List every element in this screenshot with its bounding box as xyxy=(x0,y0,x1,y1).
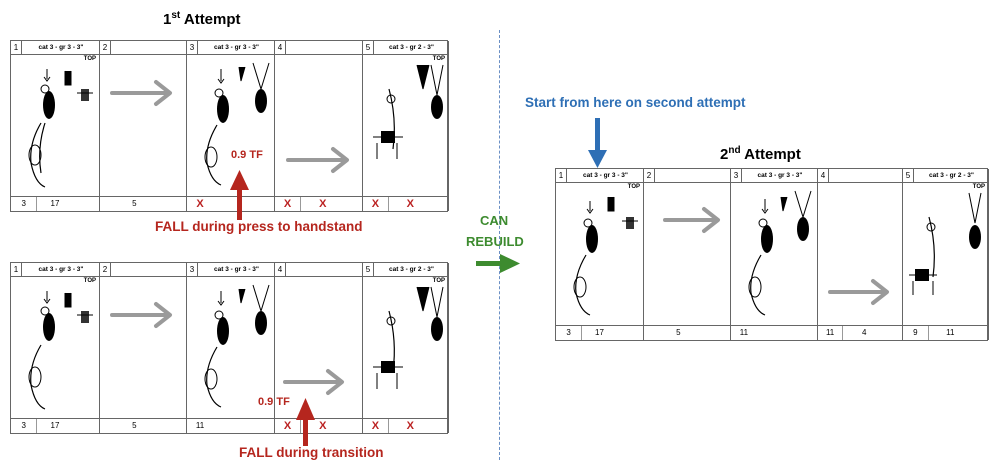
divider-line xyxy=(499,30,500,460)
stick-figure-icon xyxy=(204,284,270,408)
rebuild-label: REBUILD xyxy=(466,234,524,249)
difficulty-row: 3 17 5 11 X X X X xyxy=(11,418,447,433)
stick-figure-icon xyxy=(909,192,982,295)
stick-figure-icon xyxy=(573,196,638,316)
skill-cell-2: 2 xyxy=(644,169,731,340)
gray-arrow-icon xyxy=(110,80,172,106)
stick-figure-icon xyxy=(748,190,812,316)
difficulty-row: 3 17 5 X X X X X xyxy=(11,196,447,211)
x-mark: X xyxy=(275,419,302,433)
stick-figure-icon xyxy=(28,291,93,410)
x-mark: X xyxy=(275,197,302,211)
red-up-arrow-icon xyxy=(230,170,249,220)
fall-annotation: FALL during transition xyxy=(239,445,384,460)
x-mark: X xyxy=(406,420,414,432)
gray-arrow-icon xyxy=(283,369,344,395)
second-attempt-title: 2nd Attempt xyxy=(720,145,801,163)
red-up-arrow-icon xyxy=(296,398,315,446)
x-mark: X xyxy=(363,419,389,433)
x-mark: X xyxy=(319,198,327,210)
skill-cell-4: 4 xyxy=(818,169,903,340)
skill-cell-4: 4 xyxy=(275,263,363,433)
skill-cell-2: 2 xyxy=(100,263,187,433)
gray-arrow-icon xyxy=(110,302,172,328)
x-mark: X xyxy=(196,198,204,210)
start-here-annotation: Start from here on second attempt xyxy=(525,95,746,110)
skill-cell-2: 2 xyxy=(100,41,187,211)
difficulty-row: 3 17 5 11 11 4 9 11 xyxy=(556,325,987,340)
gray-arrow-icon xyxy=(828,279,889,305)
stick-figure-icon xyxy=(204,62,270,186)
gray-arrow-icon xyxy=(286,147,349,173)
stick-figure-icon xyxy=(28,69,93,188)
gray-arrow-icon xyxy=(663,207,720,233)
skill-cell-4: 4 xyxy=(275,41,363,211)
green-right-arrow-icon xyxy=(476,254,520,273)
first-attempt-title: 1st Attempt xyxy=(163,10,241,28)
stick-figure-icon xyxy=(373,64,444,159)
can-label: CAN xyxy=(480,213,509,228)
x-mark: X xyxy=(363,197,389,211)
x-mark: X xyxy=(319,420,327,432)
blue-down-arrow-icon xyxy=(588,118,607,168)
stick-figure-icon xyxy=(373,286,444,389)
fall-annotation: FALL during press to handstand xyxy=(155,219,363,234)
time-fault-label: 0.9 TF xyxy=(231,149,263,161)
x-mark: X xyxy=(406,198,414,210)
time-fault-label: 0.9 TF xyxy=(258,396,290,408)
